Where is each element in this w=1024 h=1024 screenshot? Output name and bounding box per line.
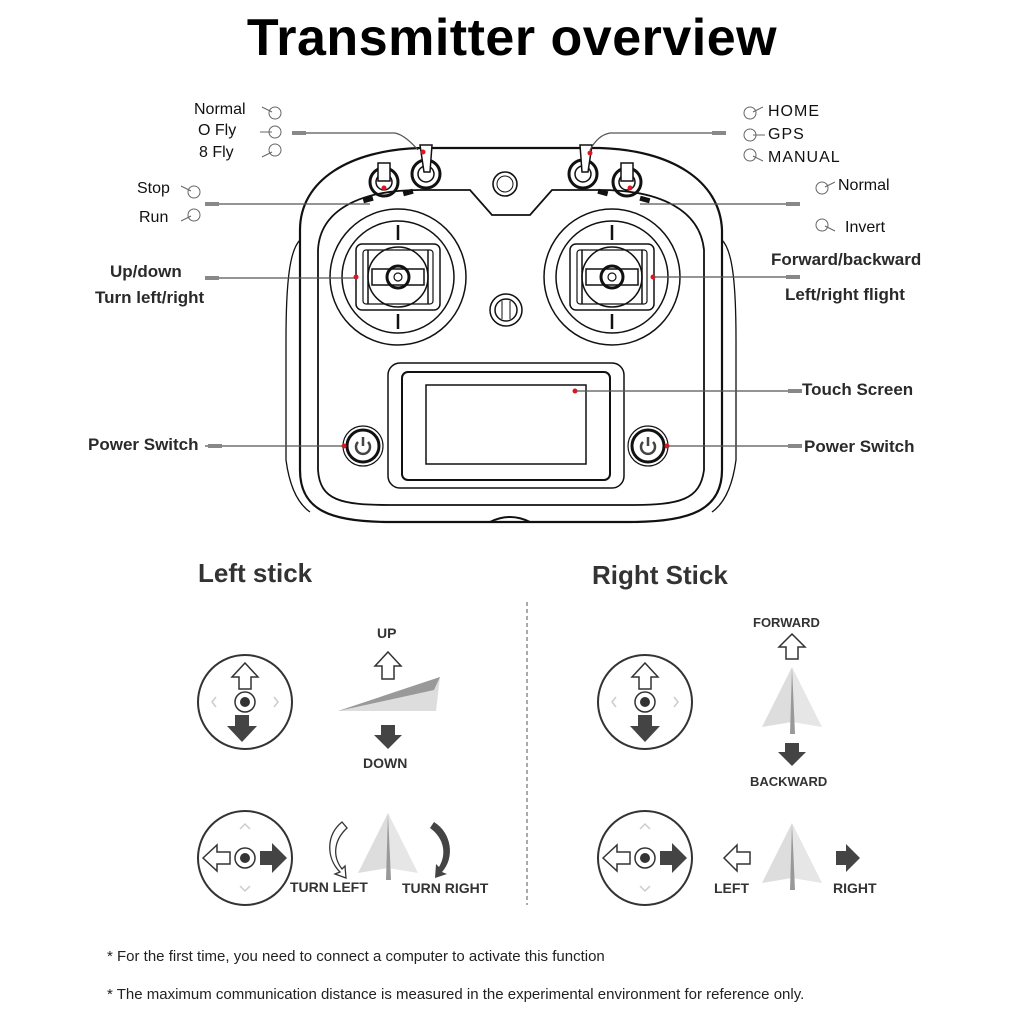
label-down: DOWN [363,755,408,771]
right-stick-forward-joystick-icon [597,654,693,750]
leader-lines [205,132,800,447]
forward-arrow-icon [777,632,807,660]
toggle-icon-invert [815,218,836,232]
label-motor-stop: Stop [137,180,170,197]
toggle-icon-normal-left [261,106,282,120]
toggle-icon-gps [743,128,765,142]
label-right-stick-forward: Forward/backward [771,250,922,269]
turn-right-arrow-icon [430,822,450,878]
center-knob [489,293,523,327]
touch-screen [387,362,625,489]
label-flightmode-manual: MANUAL [768,149,841,166]
right-grip [711,239,737,513]
right-stick-lateral-joystick-icon [597,810,693,906]
transmitter-body [298,146,724,524]
toggle-icon-home [743,106,764,120]
label-motor-run: Run [139,209,169,226]
toggle-icon-8fly [261,143,282,158]
label-mode-8fly: 8 Fly [199,144,234,161]
label-direction-invert: Invert [845,219,886,236]
plane-icon-lateral [762,823,822,890]
label-left: LEFT [714,880,749,896]
label-flightmode-home: HOME [768,103,820,120]
label-right-stick-lateral: Left/right flight [785,285,905,304]
up-arrow-icon [373,650,403,680]
plane-icon-forward [762,667,822,734]
up-outline-arrow-icon [230,661,260,690]
down-arrow-icon [374,725,402,749]
toggle-icon-stop [180,185,201,199]
footnote-distance: * The maximum communication distance is … [107,986,805,1003]
left-gimbal [329,208,467,346]
switch-right-inner [567,144,599,190]
switch-left-outer [368,162,400,198]
turn-left-arrow-icon [329,821,348,879]
label-turn-left: TURN LEFT [290,879,368,895]
toggle-icon-ofly [260,125,282,139]
right-stick-title: Right Stick [592,560,728,590]
label-power-switch-right: Power Switch [804,437,915,456]
label-up: UP [377,625,397,641]
label-flightmode-gps: GPS [768,126,805,143]
label-touch-screen: Touch Screen [802,380,914,399]
right-solid-arrow-icon [260,843,287,873]
backward-arrow-icon [778,743,806,766]
right-power-button [627,425,669,467]
right-arrow-icon [836,844,860,872]
label-mode-normal: Normal [194,101,246,118]
left-stick-turn-joystick-icon [197,810,293,906]
label-left-stick-updown: Up/down [110,262,182,281]
label-mode-ofly: O Fly [198,122,237,139]
toggle-icon-run [180,208,201,222]
label-power-switch-left: Power Switch [88,435,199,454]
top-center-button [492,171,518,197]
toggle-icon-manual [743,148,764,162]
left-outline-arrow-icon [201,843,231,873]
left-stick-updown-joystick-icon [197,654,293,750]
left-arrow-icon [722,843,751,873]
ascending-wedge-icon [338,677,440,711]
label-direction-normal: Normal [838,177,890,194]
label-right: RIGHT [833,880,877,896]
switch-left-inner [410,144,442,190]
bottom-bump [489,516,531,523]
toggle-icon-normal-right [815,181,836,195]
footnote-activation: * For the first time, you need to connec… [107,948,605,965]
left-grip [285,239,311,513]
label-forward: FORWARD [753,615,820,630]
plane-icon-left [358,813,418,880]
label-turn-right: TURN RIGHT [402,880,489,896]
switch-right-outer [611,162,643,198]
label-left-stick-turn: Turn left/right [95,288,205,307]
toggle-icons [180,106,836,232]
left-stick-title: Left stick [198,558,313,588]
left-power-button [342,425,384,467]
label-backward: BACKWARD [750,774,828,789]
page-title: Transmitter overview [246,9,778,67]
